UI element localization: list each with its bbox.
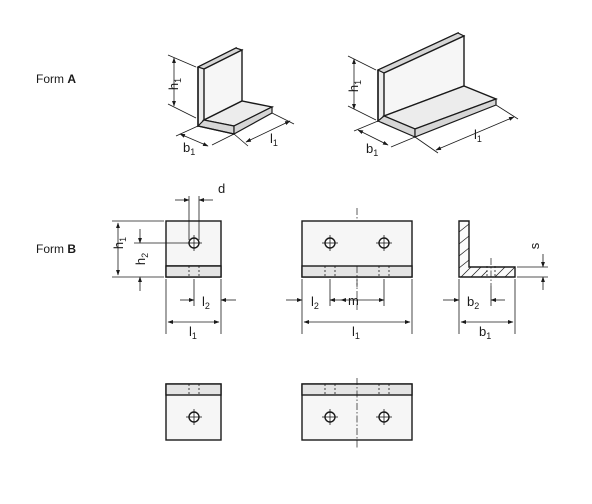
dim-l-text: l: [311, 294, 314, 309]
dim-d: d: [218, 181, 225, 196]
dim-sub2-text: 2: [205, 301, 210, 311]
form-b-single-hole-top-view: [165, 383, 222, 441]
form-b-prefix: Form: [36, 242, 68, 256]
dim-s: s: [527, 242, 542, 249]
dim-sub1-text: 1: [118, 237, 128, 242]
dim-l1-form-a-small: l1: [270, 131, 278, 148]
dim-sub1-text: 1: [273, 138, 278, 148]
dim-l2-form-b-double: l2: [311, 294, 319, 311]
form-a-prefix: Form: [36, 72, 68, 86]
form-b-two-hole-view: l2 m l1: [286, 208, 413, 341]
dim-sub1-text: 1: [190, 147, 195, 157]
dim-l1-form-b-double: l1: [352, 324, 360, 341]
dim-l-text: l: [189, 324, 192, 339]
form-b-single-hole-view: d h1 h2 l2 l1: [111, 181, 236, 341]
dim-b-text: b: [479, 324, 486, 339]
dim-b2-form-b: b2: [467, 294, 479, 311]
form-a-long-angle: h1 b1 l1: [346, 31, 519, 158]
dim-sub1-text: 1: [355, 331, 360, 341]
dim-sub1-text: 1: [477, 134, 482, 144]
dim-m: m: [348, 293, 359, 308]
dim-h2-form-b: h2: [133, 253, 150, 265]
dim-h1-form-a-long: h1: [346, 80, 363, 92]
dim-b-text: b: [467, 294, 474, 309]
dim-b-text: b: [366, 141, 373, 156]
dim-sub1-text: 1: [353, 80, 363, 85]
dim-h-text: h: [346, 85, 361, 92]
dim-l-text: l: [270, 131, 273, 146]
dim-h-text: h: [133, 258, 148, 265]
form-b-section-view: s b2 b1: [443, 220, 548, 341]
form-b-letter: B: [67, 242, 77, 256]
dim-sub1-text: 1: [373, 148, 378, 158]
form-b-label: Form B: [36, 242, 76, 256]
dim-sub2-text: 2: [474, 301, 479, 311]
dim-h-text: h: [111, 242, 126, 249]
dim-b1-form-a-long: b1: [366, 141, 378, 158]
dim-l-text: l: [352, 324, 355, 339]
form-b-two-hole-top-view: [301, 378, 413, 448]
dim-l-text: l: [474, 127, 477, 142]
dim-sub2-text: 2: [314, 301, 319, 311]
dim-l1-form-a-long: l1: [474, 127, 482, 144]
dim-h-text: h: [166, 83, 181, 90]
dim-l1-form-b-single: l1: [189, 324, 197, 341]
dim-h1-form-a-small: h1: [166, 78, 183, 90]
dim-b1-form-a-small: b1: [183, 140, 195, 157]
dim-sub2-text: 2: [140, 253, 150, 258]
dim-b1-form-b: b1: [479, 324, 491, 341]
dim-l-text: l: [202, 294, 205, 309]
dim-sub1-text: 1: [173, 78, 183, 83]
dim-b-text: b: [183, 140, 190, 155]
form-a-small-angle: h1 b1 l1: [166, 46, 295, 157]
dim-sub1-text: 1: [192, 331, 197, 341]
dim-l2-form-b-single: l2: [202, 294, 210, 311]
dim-h1-form-b: h1: [111, 237, 128, 249]
form-a-letter: A: [67, 72, 77, 86]
dim-sub1-text: 1: [486, 331, 491, 341]
form-a-label: Form A: [36, 72, 76, 86]
